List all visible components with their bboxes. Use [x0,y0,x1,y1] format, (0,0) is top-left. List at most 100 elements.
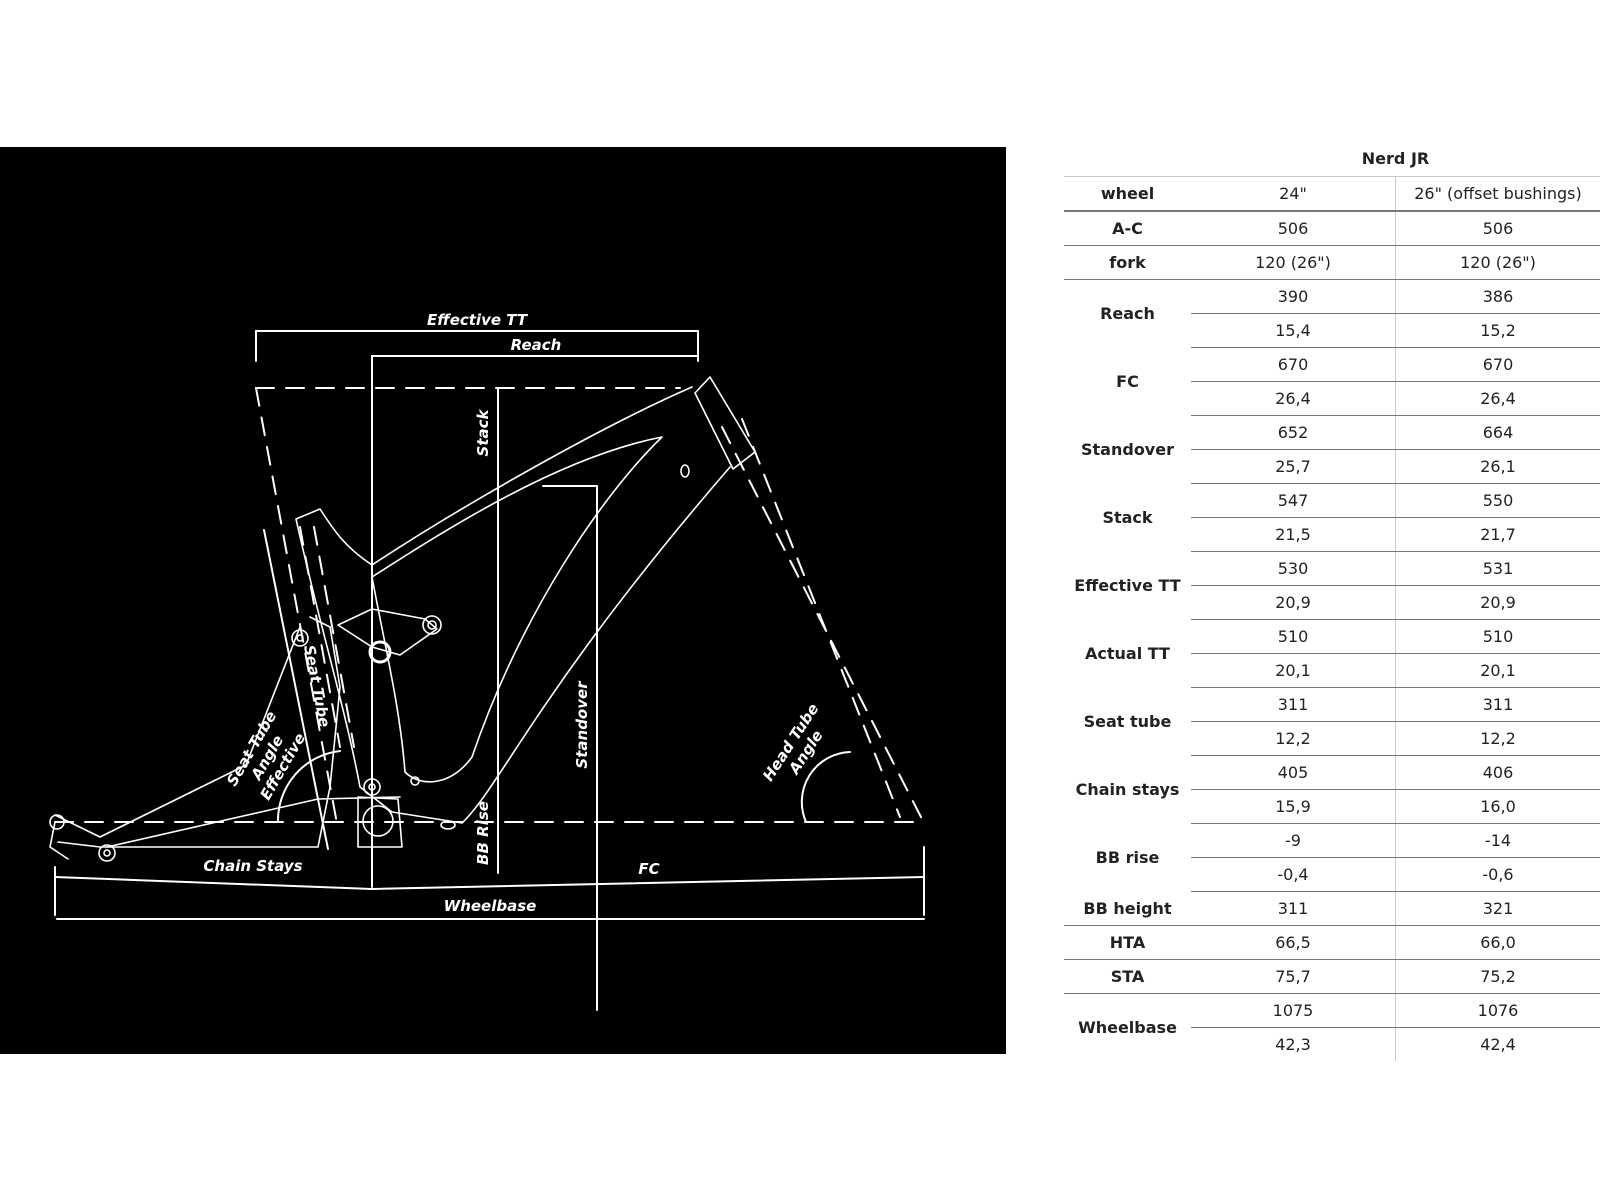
table-title-spacer [1064,140,1191,177]
value-26-mm: 1076 [1395,993,1600,1028]
value-26: 75,2 [1395,959,1600,994]
row-label: Reach [1100,304,1155,324]
value-24: 506 [1191,211,1396,246]
value-24: 311 [1191,891,1396,926]
value-26-inch: 20,9 [1395,585,1600,620]
label-seat-tube-angle: Seat Tube Angle Effective [223,708,309,803]
value-24-inch: 15,4 [1191,313,1396,348]
table-row: -0,4-0,6 [1064,857,1600,892]
value-26: 120 (26") [1395,245,1600,280]
label-reach: Reach [511,336,562,354]
value-26-mm: 311 [1395,687,1600,722]
value-26: 66,0 [1395,925,1600,960]
value-24: 75,7 [1191,959,1396,994]
value-26-inch: 20,1 [1395,653,1600,688]
value-24-inch: 12,2 [1191,721,1396,756]
label-head-tube-angle: Head Tube Angle [759,700,827,784]
value-24-mm: 652 [1191,415,1396,450]
row-label: STA [1064,959,1191,994]
bike-frame [49,376,756,862]
table-title: Nerd JR [1191,140,1600,177]
dimension-standover [542,485,598,1011]
value-26-inch: 12,2 [1395,721,1600,756]
dimension-chain-stays [54,866,373,916]
value-26-inch: 21,7 [1395,517,1600,552]
value-26-inch: 42,4 [1395,1027,1600,1061]
value-26: 26" (offset bushings) [1395,176,1600,212]
row-label: Chain stays [1075,780,1180,799]
value-24-inch: 26,4 [1191,381,1396,416]
label-chain-stays: Chain Stays [203,857,302,875]
row-label: BB rise [1095,848,1160,867]
table-title-row: Nerd JR [1064,140,1600,177]
frame-geometry-svg: Effective TT Reach Stack Standover Seat … [49,311,925,1011]
label-stack: Stack [474,408,492,456]
row-label: Standover [1081,440,1174,459]
label-effective-tt: Effective TT [427,311,529,329]
value-24-inch: 25,7 [1191,449,1396,484]
value-26-inch: 15,2 [1395,313,1600,348]
row-label: HTA [1064,925,1191,960]
value-24: 120 (26") [1191,245,1396,280]
value-26-inch: 26,4 [1395,381,1600,416]
value-24-inch: -0,4 [1191,857,1396,892]
label-fc: FC [638,860,659,878]
dimension-fc [371,846,925,916]
value-26-mm: 510 [1395,619,1600,654]
value-24-inch: 21,5 [1191,517,1396,552]
row-label: Stack [1102,508,1153,527]
value-24-mm: 547 [1191,483,1396,518]
frame-geometry-diagram: Effective TT Reach Stack Standover Seat … [0,147,1006,1054]
dimension-reach [371,355,699,888]
value-24: 24" [1191,176,1396,212]
value-26-inch: 16,0 [1395,789,1600,824]
row-label: fork [1064,245,1191,280]
head-tube-angle-arc [800,751,851,823]
value-24-inch: 42,3 [1275,1035,1311,1054]
value-26: 506 [1395,211,1600,246]
value-24: 66,5 [1191,925,1396,960]
dimension-seat-tube [263,529,329,850]
row-label: Effective TT [1074,576,1181,595]
value-26-mm: 531 [1395,551,1600,586]
value-26-inch: -0,6 [1395,857,1600,892]
value-24-mm: 311 [1191,687,1396,722]
value-24-inch: 20,1 [1191,653,1396,688]
value-26-mm: 406 [1395,755,1600,790]
label-standover: Standover [573,680,591,769]
row-label: Wheelbase [1078,1018,1177,1037]
value-24-mm: 530 [1191,551,1396,586]
seat-tube-angle-arc [276,750,341,823]
value-24-inch: 15,9 [1191,789,1396,824]
value-24-mm: 405 [1191,755,1396,790]
value-24-mm: 510 [1191,619,1396,654]
label-bb-rise: BB Rise [474,801,492,865]
value-24-inch: 20,9 [1191,585,1396,620]
row-label: wheel [1064,176,1191,212]
value-26: 321 [1395,891,1600,926]
value-24-mm: 1075 [1191,993,1396,1028]
value-26-mm: 670 [1395,347,1600,382]
